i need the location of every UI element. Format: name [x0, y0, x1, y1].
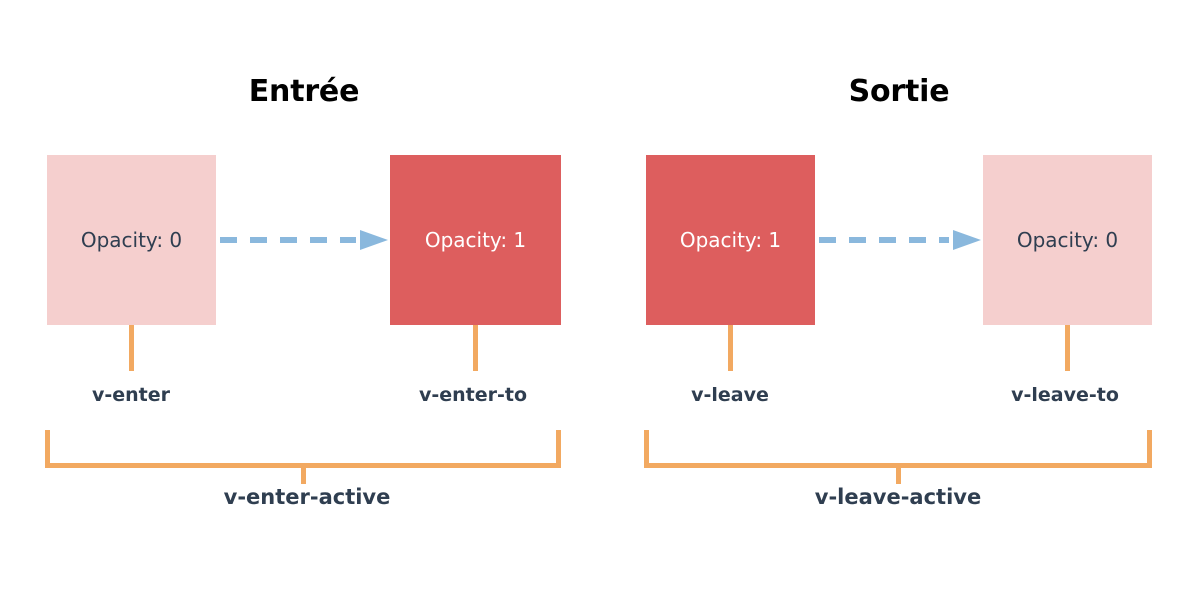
bracket-stem — [301, 467, 306, 484]
class-label-v-enter-active: v-enter-active — [223, 485, 391, 509]
dashed-arrow-right-icon — [819, 230, 981, 250]
connector-tick-v-enter-to — [473, 325, 478, 371]
bracket-arm-left — [644, 430, 649, 468]
bracket-base — [644, 463, 1152, 468]
class-label-v-enter-to: v-enter-to — [418, 384, 528, 406]
bracket-arm-right — [1147, 430, 1152, 468]
class-label-v-leave-to: v-leave-to — [1011, 384, 1119, 406]
class-label-v-leave: v-leave — [691, 384, 769, 406]
bracket-arm-right — [556, 430, 561, 468]
bracket-v-enter-active — [45, 430, 561, 484]
state-box-label: Opacity: 0 — [80, 228, 183, 252]
state-box-v-leave-to: Opacity: 0 — [983, 155, 1152, 325]
connector-tick-v-enter — [129, 325, 134, 371]
class-label-v-enter: v-enter — [91, 384, 171, 406]
panel-title-entree: Entrée — [248, 74, 360, 109]
bracket-v-leave-active — [644, 430, 1152, 484]
bracket-stem — [896, 467, 901, 484]
state-box-label: Opacity: 1 — [679, 228, 782, 252]
connector-tick-v-leave — [728, 325, 733, 371]
dashed-arrow-right-icon — [220, 230, 388, 250]
panel-title-sortie: Sortie — [848, 74, 950, 109]
bracket-base — [45, 463, 561, 468]
state-box-v-enter: Opacity: 0 — [47, 155, 216, 325]
state-box-label: Opacity: 1 — [424, 228, 527, 252]
state-box-label: Opacity: 0 — [1016, 228, 1119, 252]
state-box-v-leave: Opacity: 1 — [646, 155, 815, 325]
class-label-v-leave-active: v-leave-active — [814, 485, 982, 509]
bracket-arm-left — [45, 430, 50, 468]
state-box-v-enter-to: Opacity: 1 — [390, 155, 561, 325]
connector-tick-v-leave-to — [1065, 325, 1070, 371]
